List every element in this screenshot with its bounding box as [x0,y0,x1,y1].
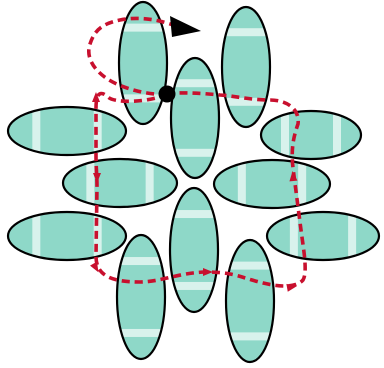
bead-stripe [348,212,357,260]
bead-stripe [226,332,274,341]
bead-center-top [169,56,221,180]
bead-stripe [117,257,165,266]
bead-stripe [289,212,298,260]
bead-stripe [119,94,167,103]
bead-left-lower [6,210,128,262]
bead-left-middle [61,157,179,209]
bead-stripe [281,111,289,159]
bead-bottom-right-body [226,240,274,362]
bead-bottom-right [224,238,276,364]
arrow-down-left-lower-icon [90,261,99,273]
arrow-right-bottom-icon [203,268,213,276]
bead-stripe [170,281,218,290]
bead-bottom-left-outline [115,233,167,361]
bead-stripe [237,160,246,208]
arrow-down-left-icon [93,173,101,183]
bead-center-bottom-outline [168,186,220,314]
bead-top-left [117,0,169,126]
bead-stripe [298,160,307,208]
bead-stripe [226,261,274,270]
bead-top-left-outline [117,0,169,126]
arrow-right-bottom2-icon [286,283,297,292]
bead-top-right [220,5,272,129]
bead-stripe [86,159,95,207]
bead-right-upper [259,109,363,161]
bead-stripe [119,23,167,32]
bead-center-bottom-body [170,188,218,312]
bead-right-lower-outline [265,210,381,262]
end-arrowhead-icon [170,16,201,37]
arrow-up-left-icon [92,92,100,102]
bead-center-top-outline [169,56,221,180]
bead-right-upper-outline [259,109,363,161]
bead-left-upper-outline [6,105,128,157]
bead-bottom-right-outline [224,238,276,364]
bead-right-lower [265,210,381,262]
bead-left-upper [6,105,128,157]
bead-stripe [32,107,41,155]
bead-stripe [222,97,270,106]
bead-left-lower-outline [6,210,128,262]
bead-top-left-body [119,2,167,124]
bead-bottom-left [115,233,167,361]
bead-right-middle [212,158,332,210]
thread-path [87,16,307,288]
bead-stripe [333,111,341,159]
bead-stripe [222,28,270,37]
beads-group [6,0,381,364]
bead-bottom-left-body [117,235,165,359]
bead-stripe [117,328,165,337]
bead-left-middle-outline [61,157,179,209]
bead-right-middle-outline [212,158,332,210]
bead-center-bottom [168,186,220,314]
bead-stripe [171,148,219,157]
start-dot-icon [158,85,176,103]
bead-stripe [170,210,218,219]
bead-stripe [32,212,41,260]
thread-path-group [87,16,307,292]
bead-stripe [171,79,219,88]
arrow-up-right-icon [289,171,298,182]
bead-center-top-body [171,58,219,178]
bead-top-right-outline [220,5,272,129]
bead-stripe [145,159,154,207]
